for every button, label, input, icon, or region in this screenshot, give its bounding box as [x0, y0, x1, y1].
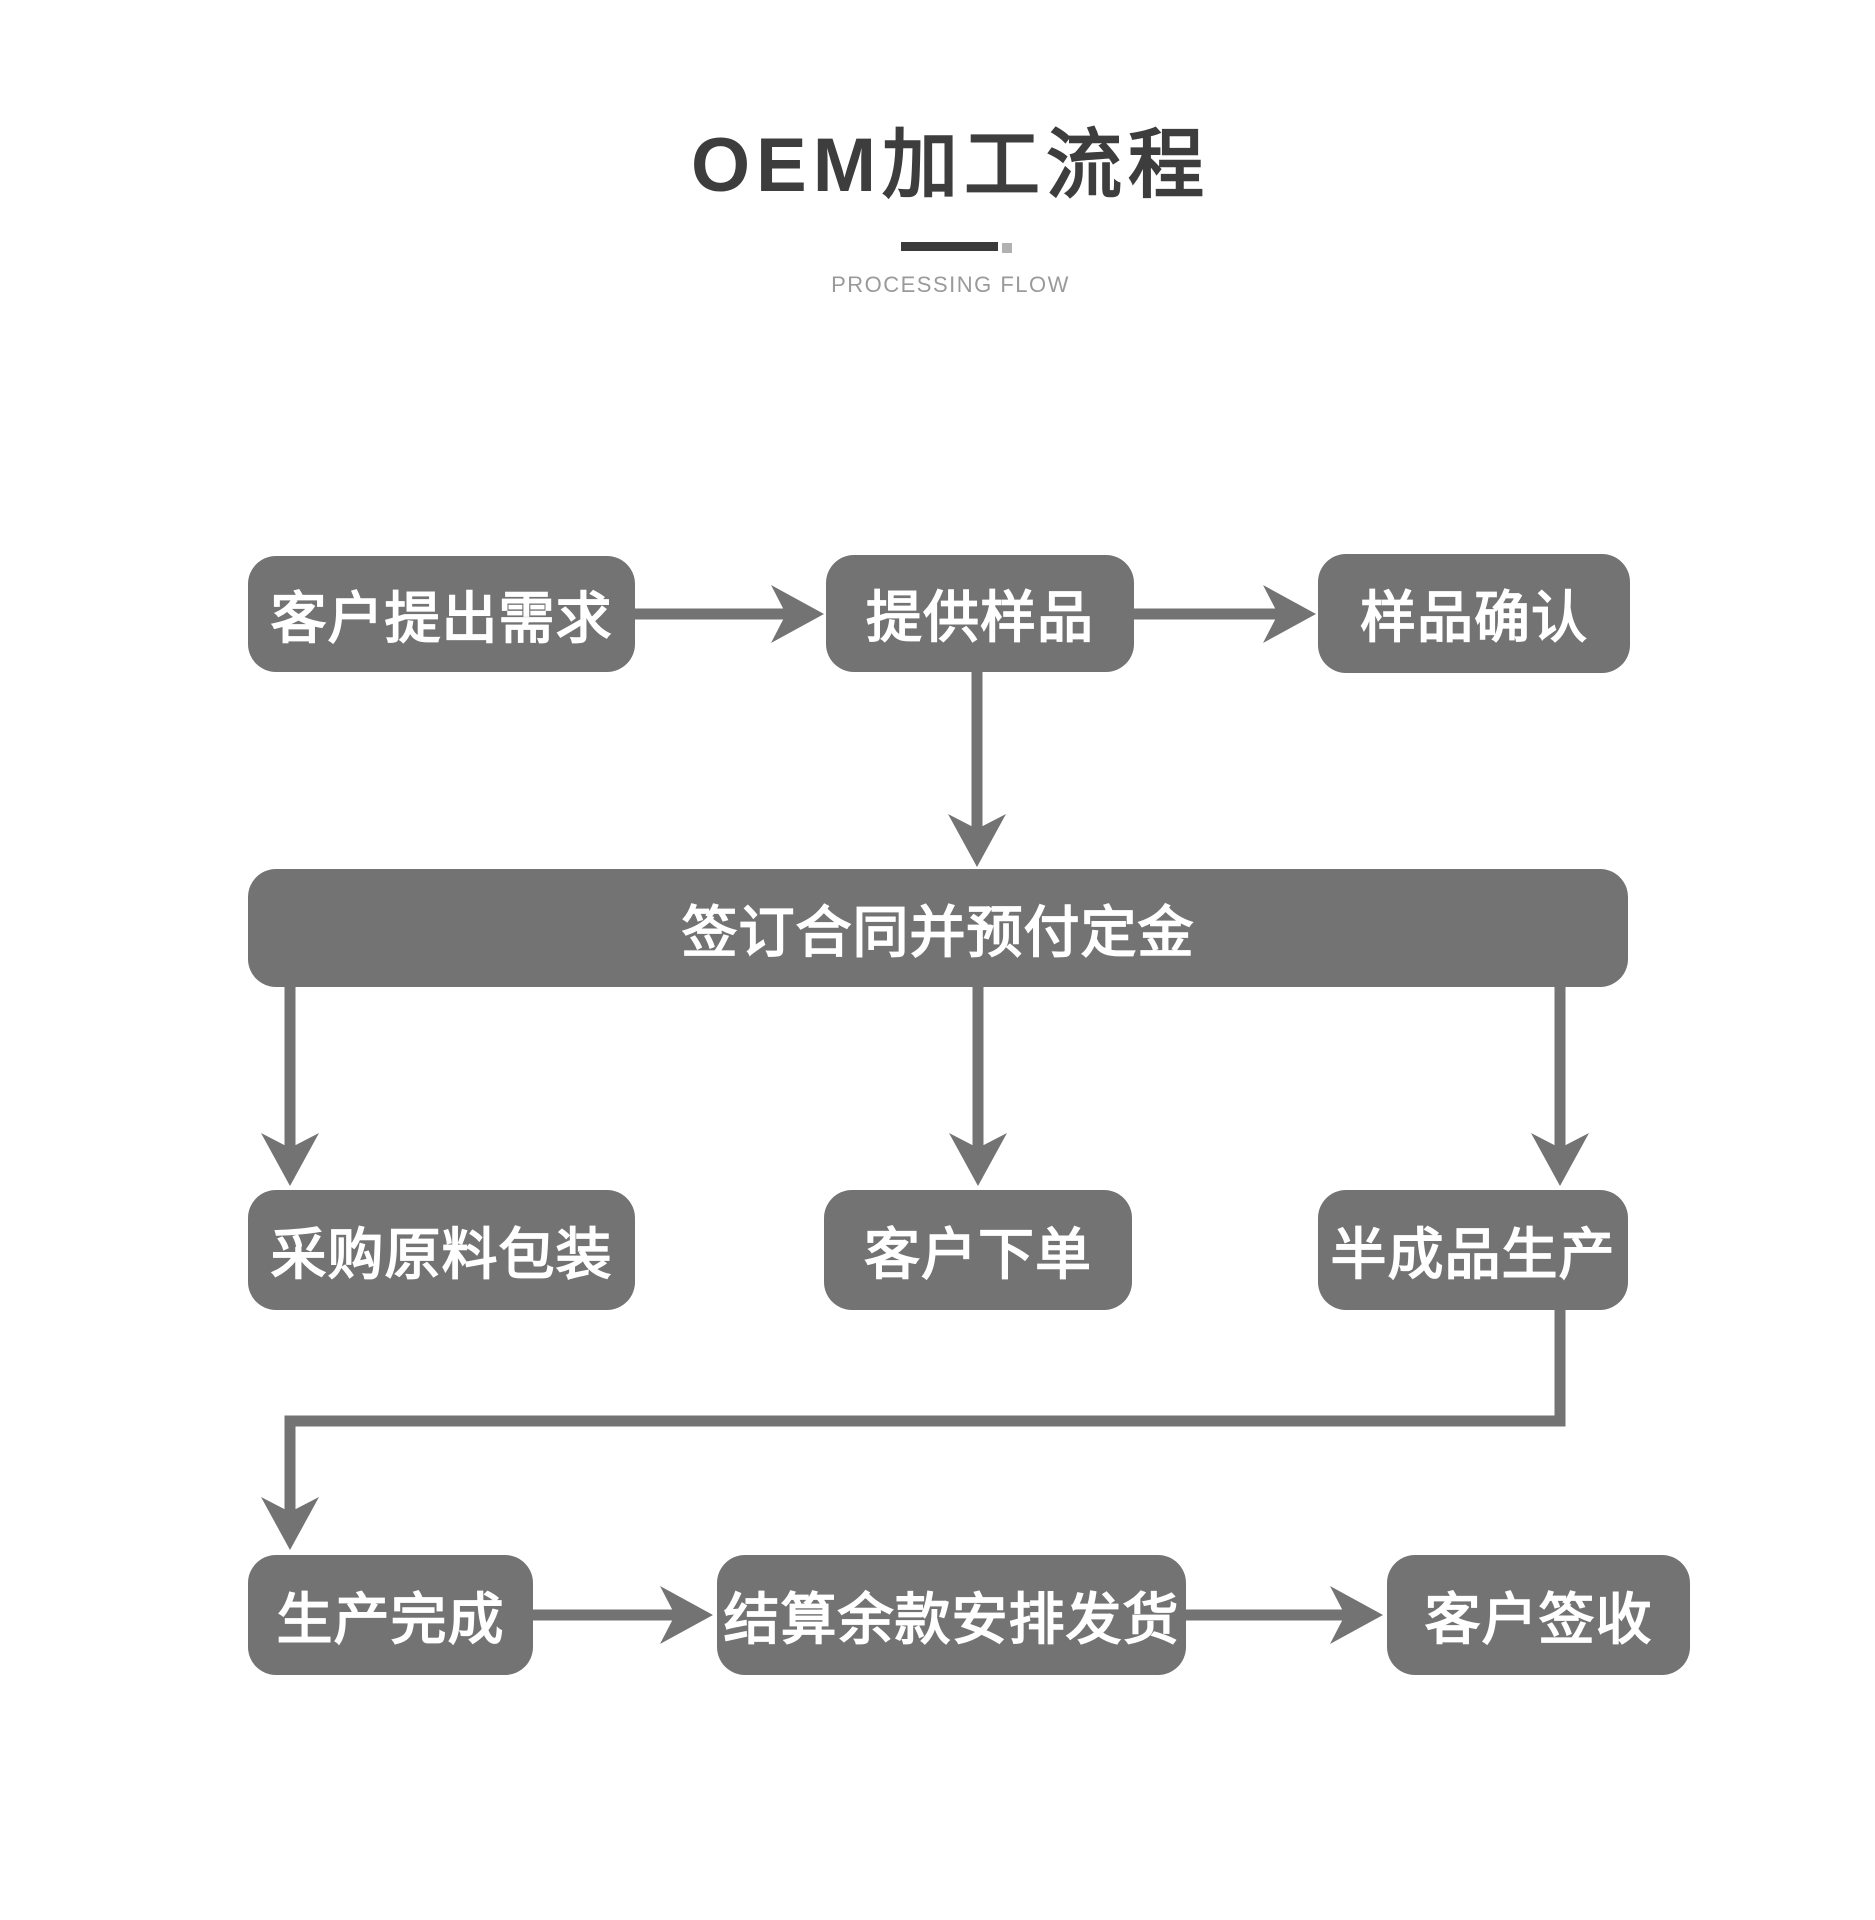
flow-node-purchase-materials: 采购原料包装 — [248, 1190, 635, 1310]
title-divider-bar — [901, 242, 998, 251]
flow-node-provide-sample: 提供样品 — [826, 555, 1134, 672]
flow-node-sample-confirm: 样品确认 — [1318, 554, 1630, 673]
arrow-sample-to-contract — [948, 672, 1006, 867]
page-title: OEM加工流程 — [690, 123, 1211, 208]
arrow-settle-to-receipt — [1186, 1586, 1383, 1644]
arrow-request-to-sample — [635, 585, 824, 643]
arrow-contract-to-semiproduction — [1531, 987, 1589, 1186]
arrow-contract-to-purchase — [261, 987, 319, 1186]
arrow-semiproduction-to-complete — [261, 1310, 1566, 1550]
flow-node-production-complete: 生产完成 — [248, 1555, 533, 1675]
flow-node-sign-contract: 签订合同并预付定金 — [248, 869, 1628, 987]
arrow-complete-to-settle — [530, 1586, 713, 1644]
flow-node-customer-receipt: 客户签收 — [1387, 1555, 1690, 1675]
flow-node-customer-order: 客户下单 — [824, 1190, 1132, 1310]
page-subtitle: PROCESSING FLOW — [831, 272, 1070, 297]
flow-node-customer-request: 客户提出需求 — [248, 556, 635, 672]
flow-node-settle-shipment: 结算余款安排发货 — [717, 1555, 1186, 1675]
arrow-sample-to-confirm — [1134, 585, 1316, 643]
arrow-contract-to-order — [949, 987, 1007, 1186]
flow-node-semi-production: 半成品生产 — [1318, 1190, 1628, 1310]
title-divider-square — [1002, 243, 1012, 253]
